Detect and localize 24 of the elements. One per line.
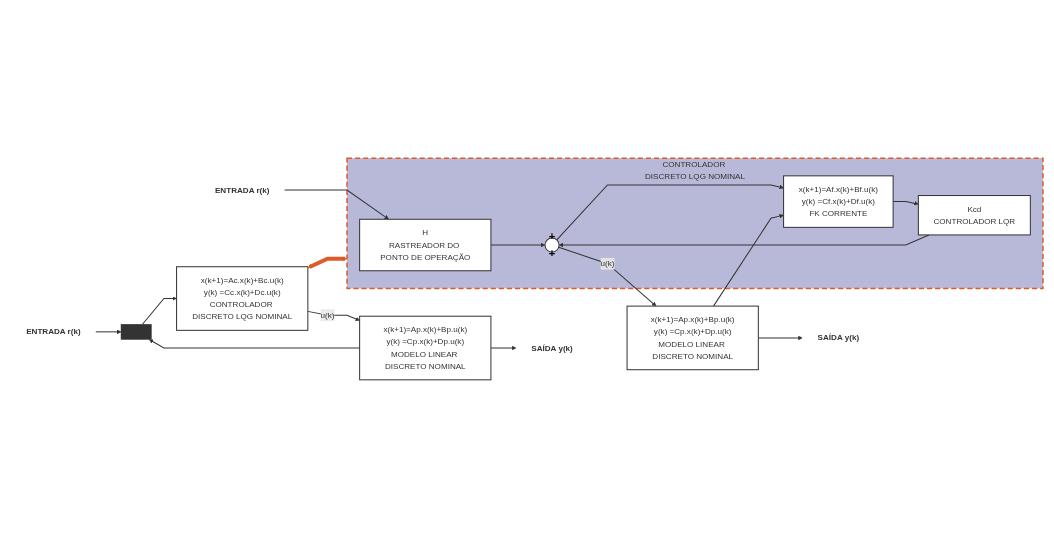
arrow <box>490 345 517 351</box>
arrow <box>307 256 348 269</box>
node-box: x(k+1)=Ac.x(k)+Bc.u(k) y(k) =Cc.x(k)+Dc.u(k) CONTROLADOR DISCRETO LQG NOMINAL <box>176 266 309 331</box>
node-box: Kcd CONTROLADOR LQR <box>917 195 1031 236</box>
arrow <box>558 234 930 248</box>
node-text: SAÍDA y(k) <box>531 343 573 353</box>
node-text: ENTRADA r(k) <box>214 185 270 195</box>
arrow <box>95 329 122 335</box>
edge-label: u(k) <box>600 259 615 268</box>
arrow <box>142 296 177 325</box>
node-bar <box>120 324 152 340</box>
node-box: H RASTREADOR DO PONTO DE OPERAÇÃO <box>359 218 492 272</box>
node-box: x(k+1)=Ap.x(k)+Bp.u(k) y(k) =Cp.x(k)+Dp.u(k) MODELO LINEAR DISCRETO NOMINAL <box>359 315 492 381</box>
arrow <box>558 246 657 307</box>
node-text: ENTRADA r(k) <box>26 327 81 336</box>
arrow <box>556 184 784 241</box>
edge-label: u(k) <box>320 310 335 320</box>
node-box: x(k+1)=Af.x(k)+Bf.u(k) y(k) =Cf.x(k)+Df.u(k) FK CORRENTE <box>783 175 894 228</box>
node-label: + <box>548 247 556 260</box>
node-box: x(k+1)=Ap.x(k)+Bp.u(k) y(k) =Cp.x(k)+Dp.u(k) MODELO LINEAR DISCRETO NOMINAL <box>626 305 759 371</box>
arrow <box>713 213 784 307</box>
arrow <box>284 189 389 220</box>
node-text: SAÍDA y(k) <box>817 333 860 342</box>
arrow <box>490 242 546 248</box>
